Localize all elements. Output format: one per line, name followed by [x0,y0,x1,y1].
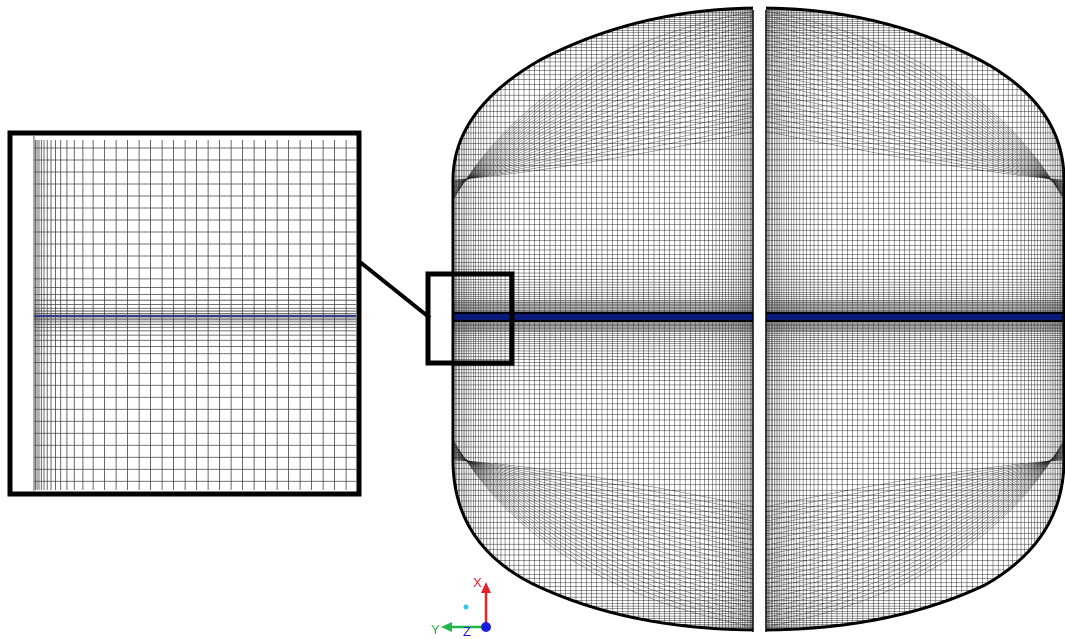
zoom-inset [7,130,362,497]
symmetry-gap [753,5,766,635]
x-axis-label: X [473,575,482,590]
z-axis-label: Z [463,624,471,639]
y-axis-label: Y [431,622,440,637]
zoom-connector-line [358,260,432,320]
axis-triad: X Y Z [431,575,491,639]
zoom-inset-frame [7,130,362,497]
zoom-inset-mesh [34,140,356,490]
x-axis-arrowhead [481,582,491,593]
vessel-outline [451,6,1065,632]
triad-cyan-dot [463,604,469,610]
y-axis-arrowhead [441,622,452,632]
z-axis-dot [481,622,491,632]
